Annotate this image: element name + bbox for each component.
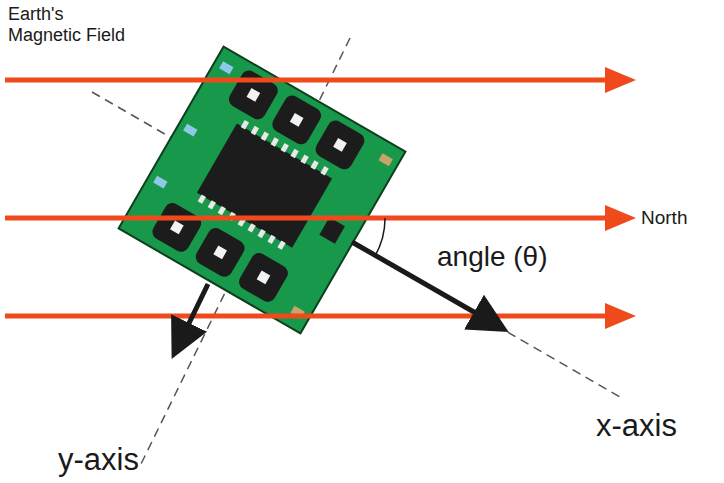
axis-label: x-axis <box>596 408 677 444</box>
angle-label: angle (θ) <box>437 241 548 273</box>
y-axis-arrow <box>176 284 208 350</box>
field-label: Earth's Magnetic Field <box>8 4 128 45</box>
angle-arc <box>375 218 385 256</box>
sensor-board <box>119 47 406 334</box>
axis-label: y-axis <box>58 442 139 478</box>
north-label: North <box>641 207 687 229</box>
field-arrows <box>5 67 636 329</box>
